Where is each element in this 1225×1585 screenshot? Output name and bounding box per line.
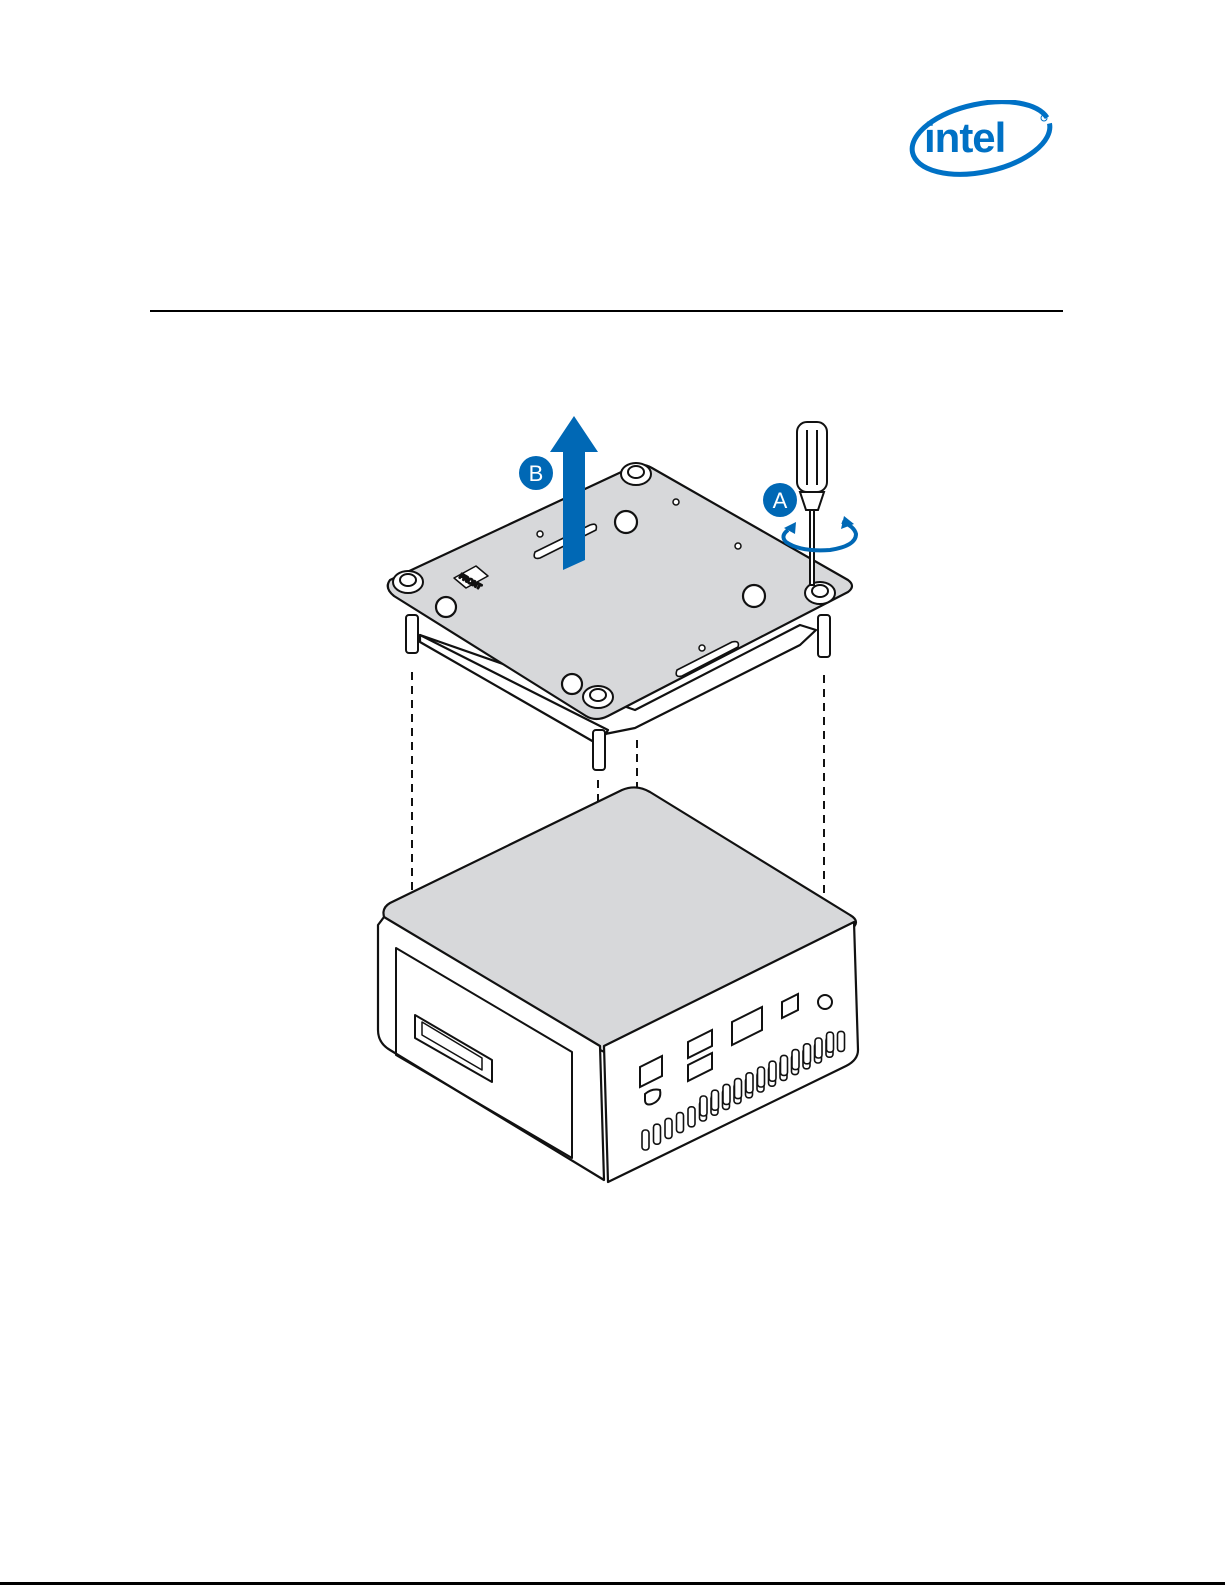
vent-slot (688, 1107, 695, 1127)
vent-slot (792, 1050, 799, 1070)
step-b-badge: B (519, 456, 553, 490)
svg-text:A: A (773, 488, 788, 513)
intel-logo: intel (906, 100, 1056, 178)
vent-slot (815, 1038, 822, 1058)
vent-slot (804, 1044, 811, 1064)
vent-slot (746, 1073, 753, 1093)
vent-slot (700, 1096, 707, 1116)
vent-slot (827, 1032, 834, 1052)
vent-slot (665, 1118, 672, 1138)
svg-text:B: B (529, 461, 544, 486)
vent-slot (758, 1067, 765, 1087)
vent-slot (712, 1090, 719, 1110)
step-a-badge: A (763, 483, 797, 517)
vent-slot (781, 1055, 788, 1075)
vent-slot (838, 1031, 845, 1051)
rotate-arrow-icon (783, 516, 856, 550)
vent-slot (654, 1124, 661, 1144)
vent-slot (642, 1130, 649, 1150)
vent-slot (677, 1113, 684, 1133)
logo-wordmark: intel (924, 114, 1005, 161)
header-rule (150, 310, 1063, 312)
vent-slot (769, 1061, 776, 1081)
vent-slot (735, 1079, 742, 1099)
nuc-chassis (378, 787, 858, 1182)
vent-slot (723, 1084, 730, 1104)
bottom-cover-removal-illustration: FRONT A B (360, 410, 880, 1195)
